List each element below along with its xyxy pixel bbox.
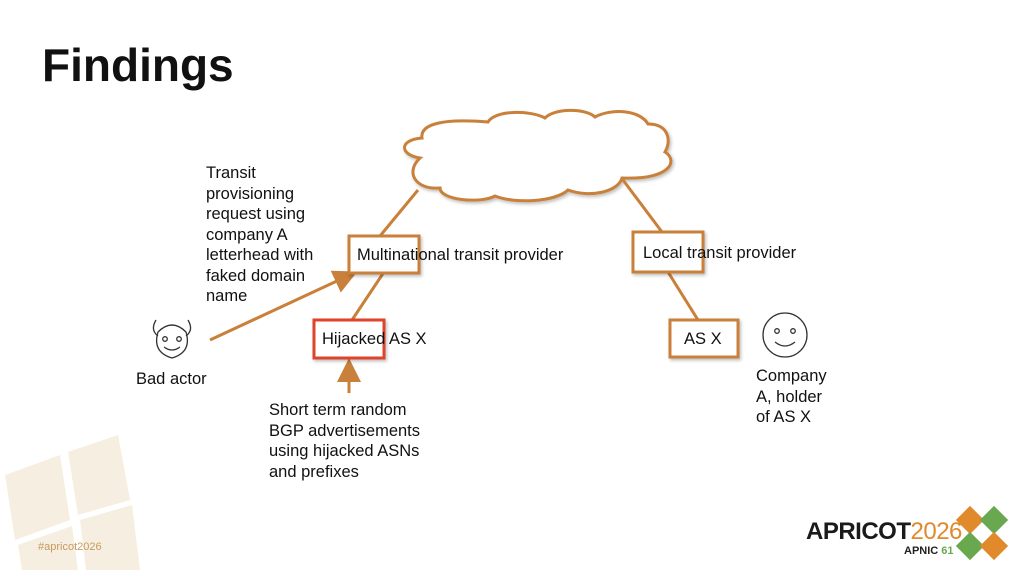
- text-line: faked domain: [206, 266, 306, 285]
- arrow-request: [209, 270, 358, 342]
- text-line: provisioning: [206, 184, 295, 203]
- text-line: Short term random: [269, 401, 407, 419]
- link-local-asx: [666, 271, 700, 321]
- decorative-pattern-left: [5, 435, 140, 570]
- text-line: and prefixes: [269, 462, 359, 481]
- text-line: Company: [756, 367, 827, 385]
- company-a-label: Company A, holder of AS X: [756, 366, 827, 428]
- internet-cloud-icon: [403, 108, 673, 203]
- hijacked-label: Hijacked AS X: [322, 330, 427, 348]
- apnic-badge: APNIC 61: [904, 545, 954, 557]
- text-line: BGP advertisements: [269, 421, 421, 440]
- smiley-face-icon: [762, 312, 808, 358]
- text-line: company A: [206, 225, 288, 244]
- logo-emblem-icon: [955, 505, 1009, 561]
- asx-label: AS X: [684, 330, 722, 348]
- link-cloud-multinational: [378, 189, 420, 237]
- text-line: A, holder: [756, 387, 823, 406]
- logo-name: APRICOT: [806, 518, 911, 545]
- local-box: [631, 230, 705, 274]
- slide-title: Findings: [42, 39, 234, 91]
- bad-actor-label: Bad actor: [136, 370, 207, 388]
- text-line: using hijacked ASNs: [269, 442, 420, 460]
- link-cloud-local: [621, 179, 667, 237]
- apnic-text: APNIC: [904, 545, 939, 557]
- link-multinational-hijacked: [350, 271, 386, 321]
- text-line: request using: [206, 205, 306, 223]
- asx-box: [668, 318, 740, 359]
- text-line: letterhead with: [206, 246, 314, 264]
- text-line: of AS X: [756, 408, 812, 426]
- logo-year: 2026: [910, 518, 963, 545]
- bgp-note: Short term random BGP advertisements usi…: [269, 400, 420, 482]
- text-line: Transit: [206, 164, 256, 182]
- multinational-box: [347, 234, 421, 275]
- devil-face-icon: [152, 319, 192, 359]
- local-label: Local transit provider: [643, 244, 797, 262]
- apricot-logo: APRICOT2026: [806, 518, 962, 546]
- multinational-label: Multinational transit provider: [357, 246, 564, 264]
- hijacked-box: [312, 318, 386, 360]
- hashtag: #apricot2026: [38, 541, 102, 553]
- request-note: Transit provisioning request using compa…: [206, 163, 313, 307]
- text-line: name: [206, 287, 248, 305]
- apnic-number: 61: [941, 545, 954, 557]
